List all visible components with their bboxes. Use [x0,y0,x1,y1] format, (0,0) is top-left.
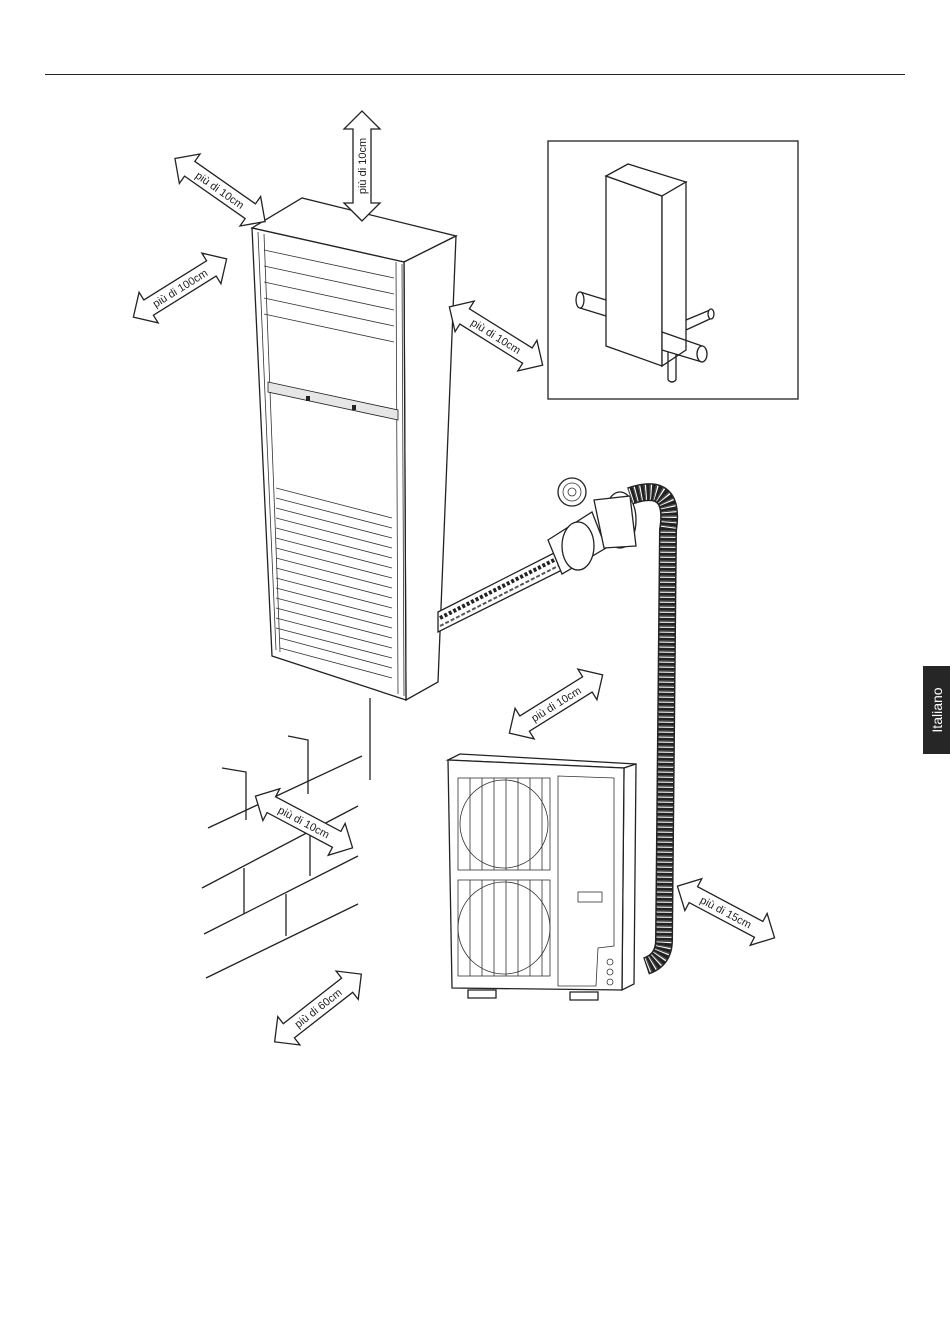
anchor-detail-box [548,141,798,399]
clearance-label-left: più di 100cm [151,267,210,310]
clearance-arrow-upper-left: più di 10cm [165,144,276,237]
clearance-arrow-top: più di 10cm [344,111,380,221]
clearance-arrow-right: più di 10cm [440,292,552,381]
clearance-arrow-wall: più di 10cm [247,780,361,863]
clearance-arrow-outdoor-top: più di 10cm [500,660,612,749]
indoor-unit [252,198,456,700]
clearance-arrow-front: più di 60cm [264,960,373,1056]
clearance-arrow-left: più di 100cm [124,244,236,333]
clearance-arrow-outdoor-side: più di 15cm [669,870,783,953]
clearance-label-front: più di 60cm [293,987,345,1031]
outdoor-unit [448,754,636,1000]
clearance-label-top: più di 10cm [357,138,369,194]
